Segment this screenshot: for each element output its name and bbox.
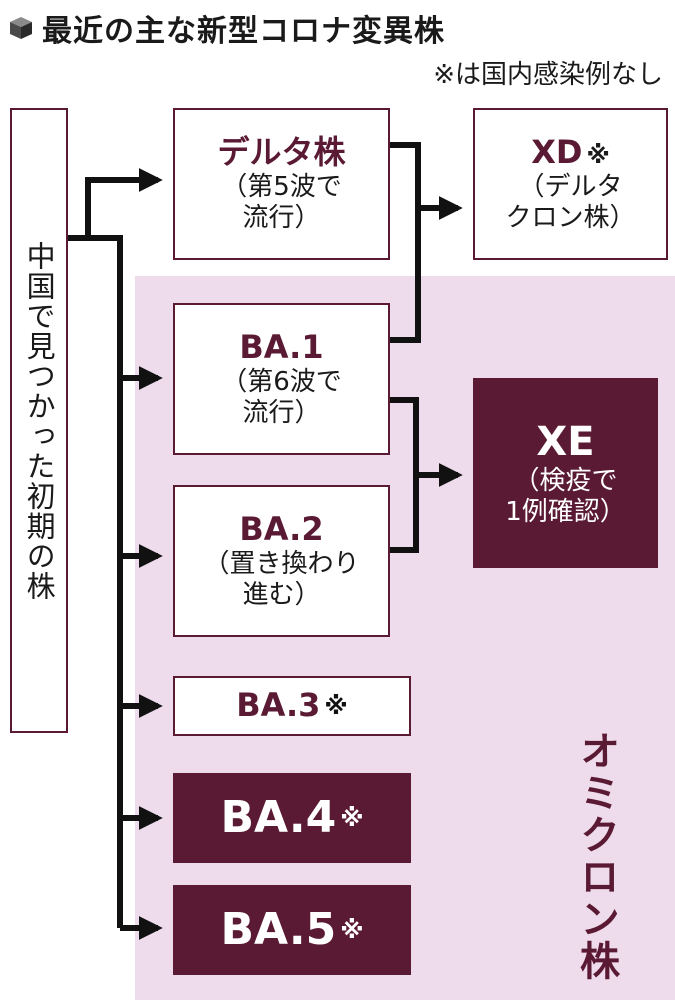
ba3-mark: ※ [324,691,348,720]
origin-horizontal-line [66,235,123,928]
ba2-note-2: 進む） [242,579,321,610]
ba2-name: BA.2 [239,510,324,549]
ba4-name: BA.4 [220,792,337,844]
xd-note-2: クロン株） [505,202,636,233]
ba2-variant-box: BA.2 （置き換わり 進む） [173,485,390,637]
ba4-variant-box: BA.4 ※ [173,773,411,863]
title-text: 最近の主な新型コロナ変異株 [42,14,445,49]
ba3-variant-box: BA.3 ※ [173,676,411,736]
ba5-name: BA.5 [220,904,337,956]
diagram-title: 最近の主な新型コロナ変異株 [8,6,445,50]
delta-note-2: 流行） [242,202,321,233]
delta-name: デルタ株 [217,133,346,172]
omicron-label: オミクロン株 [573,730,619,982]
ba1-note-2: 流行） [242,397,321,428]
ba1-note-1: （第6波で [221,367,342,398]
xd-mark: ※ [586,141,610,170]
footnote: ※は国内感染例なし [433,60,663,90]
ba1-ba2-to-xe-line [390,397,419,553]
xe-note-2: 1例確認） [505,496,626,527]
xd-note-1: （デルタ [518,172,623,203]
origin-trunk-line [66,168,163,241]
xe-note-1: （検疫で [513,465,618,496]
ba5-variant-box: BA.5 ※ [173,885,411,975]
ba3-name: BA.3 [236,686,321,725]
delta-to-xd-line [390,142,421,343]
xe-variant-box: XE （検疫で 1例確認） [473,378,658,568]
ba4-mark: ※ [340,803,364,832]
xd-variant-box: XD※ （デルタ クロン株） [473,108,668,260]
delta-variant-box: デルタ株 （第5波で 流行） [173,108,390,260]
xd-name: XD [531,133,583,172]
delta-note-1: （第5波で [221,172,342,203]
cube-icon [10,17,32,39]
xe-name: XE [536,418,595,465]
ba1-name: BA.1 [239,328,324,367]
ba1-variant-box: BA.1 （第6波で 流行） [173,303,390,455]
origin-strain-box: 中国で見つかった初期の株 [10,108,68,733]
ba2-note-1: （置き換わり [203,549,360,580]
origin-strain-label: 中国で見つかった初期の株 [22,240,57,601]
ba5-mark: ※ [340,915,364,944]
